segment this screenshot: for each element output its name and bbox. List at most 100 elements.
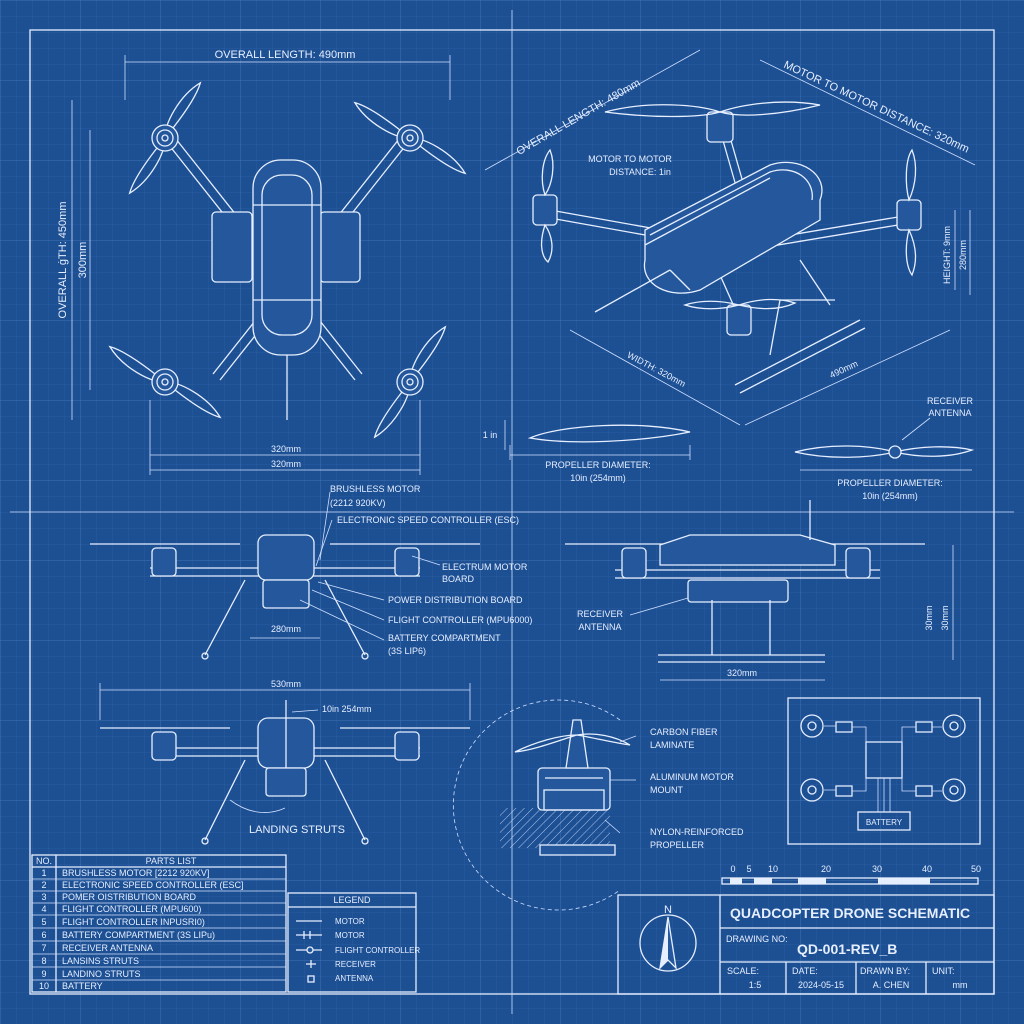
front-battery-l2: (3S LIP6) [388, 646, 426, 656]
scale-tick-0: 0 [730, 864, 735, 874]
detail-nylon-l1: NYLON-REINFORCED [650, 827, 744, 837]
parts-row-name: FLIGHT CONTROLLER (MPU600) [62, 904, 201, 914]
parts-row-name: LANSINS STRUTS [62, 956, 139, 966]
top-width-a: 320mm [271, 444, 301, 454]
scale-label: SCALE: [727, 966, 759, 976]
side-receiver-l1: RECEIVER [577, 609, 624, 619]
drawing-no: QD-001-REV_B [797, 941, 897, 957]
scale-tick-6: 50 [971, 864, 981, 874]
parts-row-name: POMER OISTRIBUTION BOARD [62, 892, 197, 902]
parts-no-header: NO. [36, 856, 52, 866]
unit-label: UNIT: [932, 966, 955, 976]
detail-alu-l1: ALUMINUM MOTOR [650, 772, 734, 782]
drawing-no-label: DRAWING NO: [726, 934, 788, 944]
lower-front-view [99, 683, 471, 845]
scale-tick-3: 20 [821, 864, 831, 874]
scale-value: 1:5 [749, 980, 762, 990]
side-height-a: 30mm [924, 605, 934, 630]
drawing-title: QUADCOPTER DRONE SCHEMATIC [730, 905, 970, 921]
parts-row-name: ELECTRONIC SPEED CONTROLLER (ESC] [62, 880, 244, 890]
parts-row-no: 3 [41, 892, 46, 902]
side-width: 320mm [727, 668, 757, 678]
legend-item: MOTOR [335, 917, 365, 926]
parts-list-table [31, 854, 287, 993]
prop-receiver-l2: ANTENNA [928, 408, 971, 418]
front-electrum-l1: ELECTRUM MOTOR [442, 562, 528, 572]
front-brushless-l2: (2212 920KV) [330, 498, 386, 508]
top-overall-width: OVERALL ġTH: 450mm [57, 202, 69, 319]
detail-nylon-l2: PROPELLER [650, 840, 705, 850]
drawn-by-label: DRAWN BY: [860, 966, 910, 976]
prop-diameter-left-l1: PROPELLER DIAMETER: [545, 460, 651, 470]
iso-height-a: HEIGHT: 9mm [942, 226, 952, 284]
scale-tick-5: 40 [922, 864, 932, 874]
propeller-top [794, 417, 975, 471]
front-esc: ELECTRONIC SPEED CONTROLLER (ESC) [337, 515, 519, 525]
unit-value: mm [953, 980, 968, 990]
iso-motor-distance-l2: DISTANCE: 1in [609, 167, 671, 177]
detail-alu-l2: MOUNT [650, 785, 683, 795]
side-height-b: 30mm [940, 605, 950, 630]
side-receiver-l2: ANTENNA [578, 622, 621, 632]
legend-title: LEGEND [333, 895, 371, 905]
parts-row-no: 9 [41, 969, 46, 979]
legend-item: FLIGHT CONTROLLER [335, 946, 420, 955]
parts-row-no: 1 [41, 868, 46, 878]
date-value: 2024-05-15 [798, 980, 844, 990]
prop-diameter-left-l2: 10in (254mm) [570, 473, 626, 483]
prop-diameter-right-l2: 10in (254mm) [862, 491, 918, 501]
date-label: DATE: [792, 966, 818, 976]
legend-item: RECEIVER [335, 960, 376, 969]
front-pdb: POWER DISTRIBUTION BOARD [388, 595, 523, 605]
scale-tick-2: 10 [768, 864, 778, 874]
front-width: 280mm [271, 624, 301, 634]
wiring-battery: BATTERY [866, 818, 903, 827]
prop-receiver-l1: RECEIVER [927, 396, 974, 406]
scale-tick-4: 30 [872, 864, 882, 874]
drawn-by-value: A. CHEN [873, 980, 910, 990]
wiring-diagram [787, 697, 981, 845]
parts-row-no: 4 [41, 904, 46, 914]
iso-motor-distance-l1: MOTOR TO MOTOR [588, 154, 672, 164]
parts-row-no: 2 [41, 880, 46, 890]
top-overall-length: OVERALL LENGTH: 490mm [215, 49, 356, 61]
legend-box [287, 892, 417, 993]
prop-thickness: 1 in [483, 430, 498, 440]
motor-detail [453, 699, 637, 911]
propeller-profile [504, 420, 691, 460]
parts-rows: 1 BRUSHLESS MOTOR [2212 920KV] 2 ELECTRO… [39, 868, 244, 991]
front-view [90, 491, 480, 660]
legend-item: ANTENNA [335, 974, 374, 983]
north-label: N [664, 904, 672, 916]
parts-row-no: 7 [41, 943, 46, 953]
parts-title: PARTS LIST [146, 856, 197, 866]
parts-row-name: BATTERY COMPARTMENT (3S LIPu) [62, 930, 215, 940]
parts-row-no: 8 [41, 956, 46, 966]
detail-carbon-l2: LAMINATE [650, 740, 694, 750]
iso-height-b: 280mm [958, 240, 968, 270]
top-width-b: 320mm [271, 459, 301, 469]
lower-span: 530mm [271, 679, 301, 689]
parts-row-name: RECEIVER ANTENNA [62, 943, 153, 953]
parts-row-name: LANDINO STRUTS [62, 969, 141, 979]
side-view [565, 500, 954, 681]
top-view [71, 55, 468, 475]
parts-row-no: 5 [41, 917, 46, 927]
lower-prop: 10in 254mm [322, 704, 372, 714]
legend-item: MOTOR [335, 931, 365, 940]
detail-carbon-l1: CARBON FIBER [650, 727, 718, 737]
parts-row-name: BATTERY [62, 981, 103, 991]
front-electrum-l2: BOARD [442, 574, 475, 584]
isometric-view [484, 49, 976, 426]
scale-bar [721, 877, 979, 885]
parts-row-name: BRUSHLESS MOTOR [2212 920KV] [62, 868, 209, 878]
lower-landing: LANDING STRUTS [249, 824, 345, 836]
parts-row-no: 10 [39, 981, 49, 991]
front-brushless-l1: BRUSHLESS MOTOR [330, 484, 421, 494]
top-inner-dim: 300mm [77, 242, 89, 279]
title-block [617, 894, 995, 995]
north-arrow-icon [639, 914, 697, 972]
prop-diameter-right-l1: PROPELLER DIAMETER: [837, 478, 943, 488]
parts-row-name: FLIGHT CONTROLLER INPUSRI0) [62, 917, 205, 927]
